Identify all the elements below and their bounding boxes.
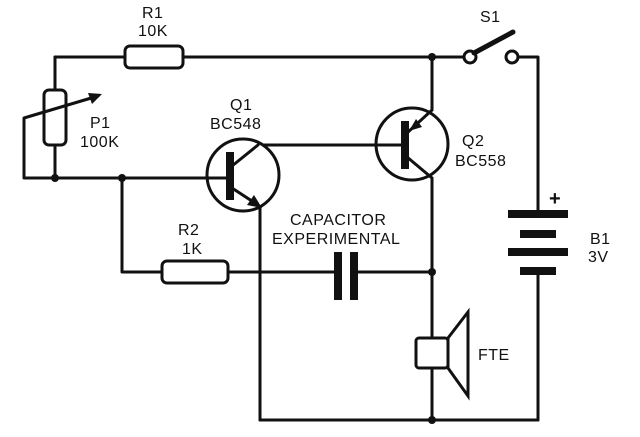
potentiometer-arrow-head [88,93,102,104]
p1-ref: P1 [90,115,111,132]
battery-polarity-plus: + [549,188,561,210]
resistor-r1: R1 10K [123,5,185,70]
transistor-q2-emitter-arrow [409,119,422,131]
transistor-q2-collector [405,155,434,180]
switch-contact-right [504,49,520,65]
q1-value: BC548 [210,116,261,133]
switch-lever [471,29,516,56]
junction-dot [428,416,436,424]
transistor-q2: Q2 BC558 [374,106,506,182]
resistor-r2: R2 1K [160,222,230,285]
wire-r2-branch [120,176,164,274]
capacitor-label-line1: CAPACITOR [290,212,386,229]
q1-ref: Q1 [230,97,252,114]
junctions [51,53,436,424]
switch-s1: S1 [462,9,520,65]
junction-dot [51,174,59,182]
resistor-r1-body [123,44,185,70]
b1-value: 3V [588,249,609,266]
wire-s1-battery [510,55,540,212]
battery-b1: + B1 3V [508,188,611,275]
wires [22,55,540,422]
transistor-q1-case [205,137,281,213]
capacitor-label-line2: EXPERIMENTAL [272,231,400,248]
junction-dot [428,268,436,276]
r2-value: 1K [182,241,203,258]
capacitor-experimental: CAPACITOR EXPERIMENTAL [272,212,400,300]
speaker-fte: FTE [414,307,510,401]
junction-dot [118,174,126,182]
q2-value: BC558 [455,153,506,170]
r1-ref: R1 [142,5,163,22]
transistor-q1: Q1 BC548 [204,97,281,213]
r1-value: 10K [138,23,168,40]
p1-value: 100K [80,134,119,151]
q2-ref: Q2 [462,133,484,150]
transistor-q1-collector [230,143,260,168]
potentiometer-p1-body [42,88,68,147]
r2-ref: R2 [178,222,199,239]
potentiometer-p1: P1 100K [22,88,119,151]
resistor-r2-body [160,259,230,285]
speaker-cone [446,307,470,401]
wire-p1-wiper [22,143,57,180]
speaker-magnet [414,336,450,370]
s1-ref: S1 [480,9,501,26]
speaker-ref: FTE [478,347,510,364]
transistor-q2-case [374,106,450,182]
potentiometer-arrow-line [22,94,100,147]
b1-ref: B1 [590,231,611,248]
transistor-q1-emitter-arrow [247,195,262,208]
junction-dot [428,53,436,61]
